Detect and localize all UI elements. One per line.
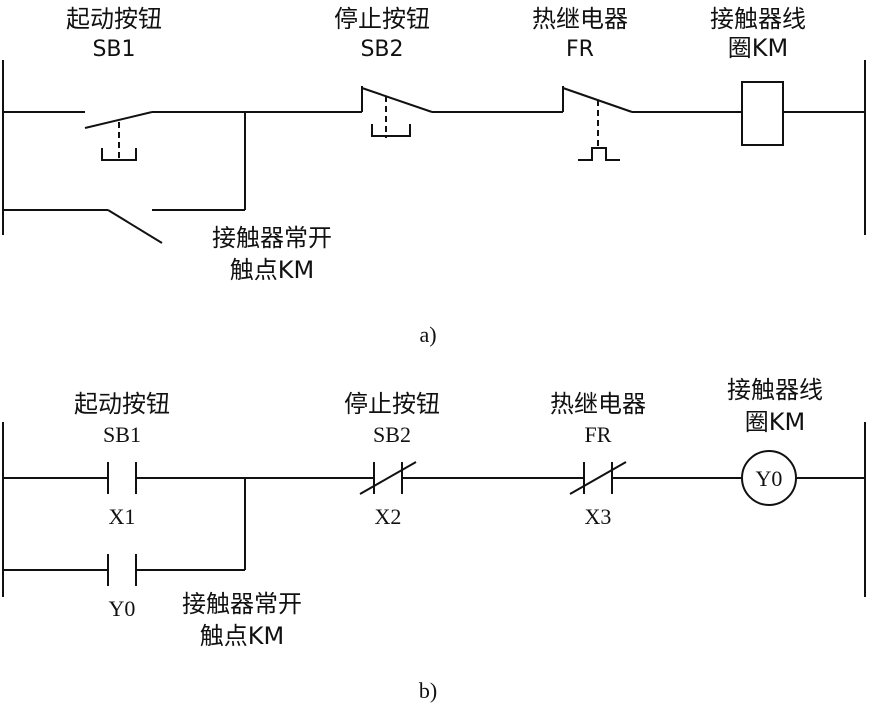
label-a-hold-name-2: 触点KM [230,256,314,284]
x1-no-contact-symbol [107,462,137,494]
y0-no-contact-symbol [107,554,137,586]
label-a-relay-name: 热继电器 [532,5,628,33]
label-b-hold-name-1: 接触器常开 [182,590,302,618]
x3-nc-contact-symbol [569,461,627,495]
label-b-x1-address: X1 [109,504,136,529]
label-a-coil-name-1: 接触器线 [710,5,806,33]
contactor-coil-symbol [741,81,784,146]
caption-b: b) [419,678,437,703]
label-b-relay-name: 热继电器 [550,390,646,418]
caption-a: a) [419,322,436,347]
label-a-hold-name-1: 接触器常开 [212,224,332,252]
y0-output-coil-symbol [741,450,797,506]
panel-b: Y0 起动按钮 SB1 停止按钮 SB2 热继电器 FR 接触器线 圈KM X1… [2,376,866,703]
start-pushbutton-symbol [84,111,153,161]
label-b-x3-address: X3 [585,504,612,529]
label-a-relay-code: FR [566,37,594,62]
label-b-x2-address: X2 [375,504,402,529]
stop-pushbutton-symbol [361,86,433,138]
label-a-start-name: 起动按钮 [66,5,162,33]
label-b-coil-name-1: 接触器线 [727,376,823,404]
thermal-relay-symbol [562,86,633,161]
label-b-y0-contact-address: Y0 [109,596,136,621]
label-b-stop-name: 停止按钮 [344,390,440,418]
label-a-start-code: SB1 [92,37,135,62]
label-a-stop-name: 停止按钮 [334,5,430,33]
label-b-stop-code: SB2 [373,422,411,447]
label-b-coil-address: Y0 [756,466,783,491]
panel-a: 起动按钮 SB1 停止按钮 SB2 热继电器 FR 接触器线 圈KM 接触器常开… [2,5,866,347]
label-b-start-code: SB1 [103,422,141,447]
x2-nc-contact-symbol [359,461,417,495]
hold-contact-symbol [107,209,163,244]
label-a-stop-code: SB2 [360,37,403,62]
label-a-coil-name-2: 圈KM [728,34,788,62]
label-b-coil-name-2: 圈KM [745,408,805,436]
label-b-start-name: 起动按钮 [74,390,170,418]
label-b-relay-code: FR [585,422,612,447]
label-b-hold-name-2: 触点KM [200,622,284,650]
